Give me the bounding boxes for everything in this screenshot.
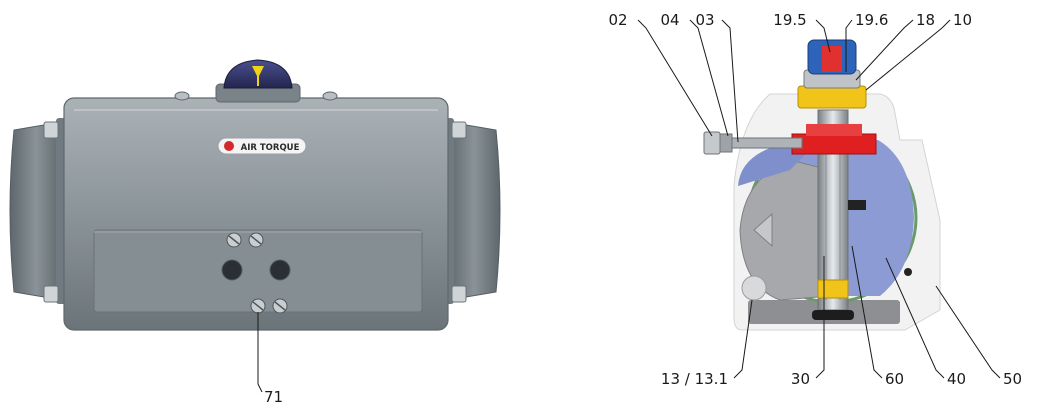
callout-18: 18 bbox=[916, 11, 935, 29]
callout-02: 02 bbox=[608, 11, 627, 29]
callout-50: 50 bbox=[1003, 370, 1022, 388]
top-bolt bbox=[174, 91, 190, 101]
indicator-mark-icon bbox=[252, 66, 264, 78]
cap-bolt bbox=[43, 285, 59, 303]
port-screws-bottom bbox=[250, 298, 288, 314]
logo-emblem-icon bbox=[224, 141, 234, 151]
left-end-cap bbox=[9, 121, 63, 301]
callout-19-5: 19.5 bbox=[773, 11, 806, 29]
stop-bolt-shank bbox=[731, 137, 803, 149]
leader-line-18 bbox=[855, 19, 914, 81]
leader-line-04 bbox=[689, 19, 729, 137]
bottom-oring bbox=[812, 310, 854, 320]
callout-60: 60 bbox=[885, 370, 904, 388]
leader-line-196 bbox=[845, 19, 853, 72]
callout-10: 10 bbox=[953, 11, 972, 29]
stop-bolt-nut bbox=[719, 133, 733, 153]
port-screws-top bbox=[226, 232, 264, 248]
right-end-cap bbox=[447, 121, 501, 301]
brand-logo: AIR TORQUE bbox=[217, 137, 307, 155]
actuator-exterior: AIR TORQUE 71 bbox=[9, 59, 501, 406]
callout-40: 40 bbox=[947, 370, 966, 388]
top-bolt bbox=[322, 91, 338, 101]
yellow-bushing bbox=[797, 85, 867, 109]
bottom-bushing bbox=[817, 279, 849, 299]
cap-bolt bbox=[451, 121, 467, 139]
housing-port bbox=[904, 268, 912, 276]
red-cap-core bbox=[822, 46, 842, 72]
leader-line-195 bbox=[815, 19, 831, 53]
callout-13-13-1: 13 / 13.1 bbox=[661, 370, 728, 388]
piston-upper bbox=[738, 148, 812, 186]
actuator-cutaway: 02 04 03 19.5 19.6 18 10 13 / 13.1 30 60… bbox=[608, 11, 1022, 388]
callout-30: 30 bbox=[791, 370, 810, 388]
callout-04: 04 bbox=[660, 11, 679, 29]
leader-line-10 bbox=[865, 19, 951, 91]
red-bearing-upper bbox=[806, 124, 862, 136]
leader-line-02 bbox=[637, 19, 713, 137]
leader-line-50 bbox=[935, 285, 1001, 379]
cam-arrow-icon bbox=[753, 212, 773, 248]
red-bearing bbox=[791, 133, 877, 155]
leader-line-30 bbox=[815, 256, 825, 379]
leader-line-03 bbox=[721, 19, 739, 143]
logo-text: AIR TORQUE bbox=[241, 143, 300, 153]
end-cap-plug bbox=[741, 275, 767, 301]
cap-bolt bbox=[43, 121, 59, 139]
callout-03: 03 bbox=[695, 11, 714, 29]
leader-line-40 bbox=[885, 257, 945, 379]
air-port bbox=[221, 259, 243, 281]
leader-line-13 bbox=[733, 299, 753, 379]
cap-bolt bbox=[451, 285, 467, 303]
air-port bbox=[269, 259, 291, 281]
callout-71: 71 bbox=[264, 388, 283, 406]
shaft-clip bbox=[848, 200, 866, 210]
leader-line-60 bbox=[851, 245, 883, 379]
leader-line-71 bbox=[257, 312, 263, 393]
callout-19-6: 19.6 bbox=[855, 11, 888, 29]
